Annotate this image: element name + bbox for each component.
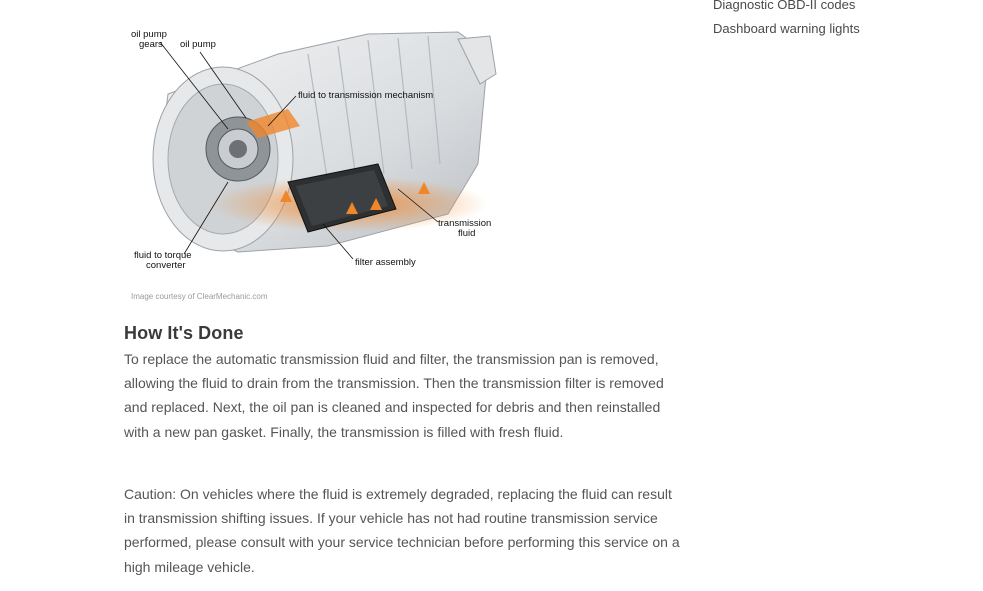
paragraph-caution: Caution: On vehicles where the fluid is … [124, 486, 680, 575]
label-oil-pump: oil pump [180, 39, 216, 50]
label-torque-converter-2: converter [146, 260, 186, 271]
transmission-illustration: oil pump gears oil pump fluid to transmi… [131, 29, 497, 271]
label-fluid-to-mechanism: fluid to transmission mechanism [298, 90, 433, 101]
paragraph-procedure: To replace the automatic transmission fl… [124, 351, 664, 440]
image-caption: Image courtesy of ClearMechanic.com [131, 292, 268, 301]
link-diagnostic-obd-codes[interactable]: Diagnostic OBD-II codes [713, 0, 856, 12]
section-heading: How It's Done [124, 323, 244, 343]
related-links-sidebar: Diagnostic OBD-II codes Dashboard warnin… [713, 0, 963, 41]
label-filter-assembly: filter assembly [355, 257, 416, 268]
transmission-diagram: oil pump gears oil pump fluid to transmi… [128, 14, 508, 276]
label-oil-pump-gears-2: gears [139, 39, 163, 50]
link-dashboard-warning-lights[interactable]: Dashboard warning lights [713, 21, 860, 36]
flow-arrows [280, 182, 430, 214]
label-transmission-fluid-2: fluid [458, 228, 475, 239]
label-transmission-fluid-1: transmission [438, 218, 491, 229]
fluid-channel [246, 109, 300, 138]
label-oil-pump-gears-1: oil pump [131, 29, 167, 40]
label-torque-converter-1: fluid to torque [134, 250, 192, 261]
